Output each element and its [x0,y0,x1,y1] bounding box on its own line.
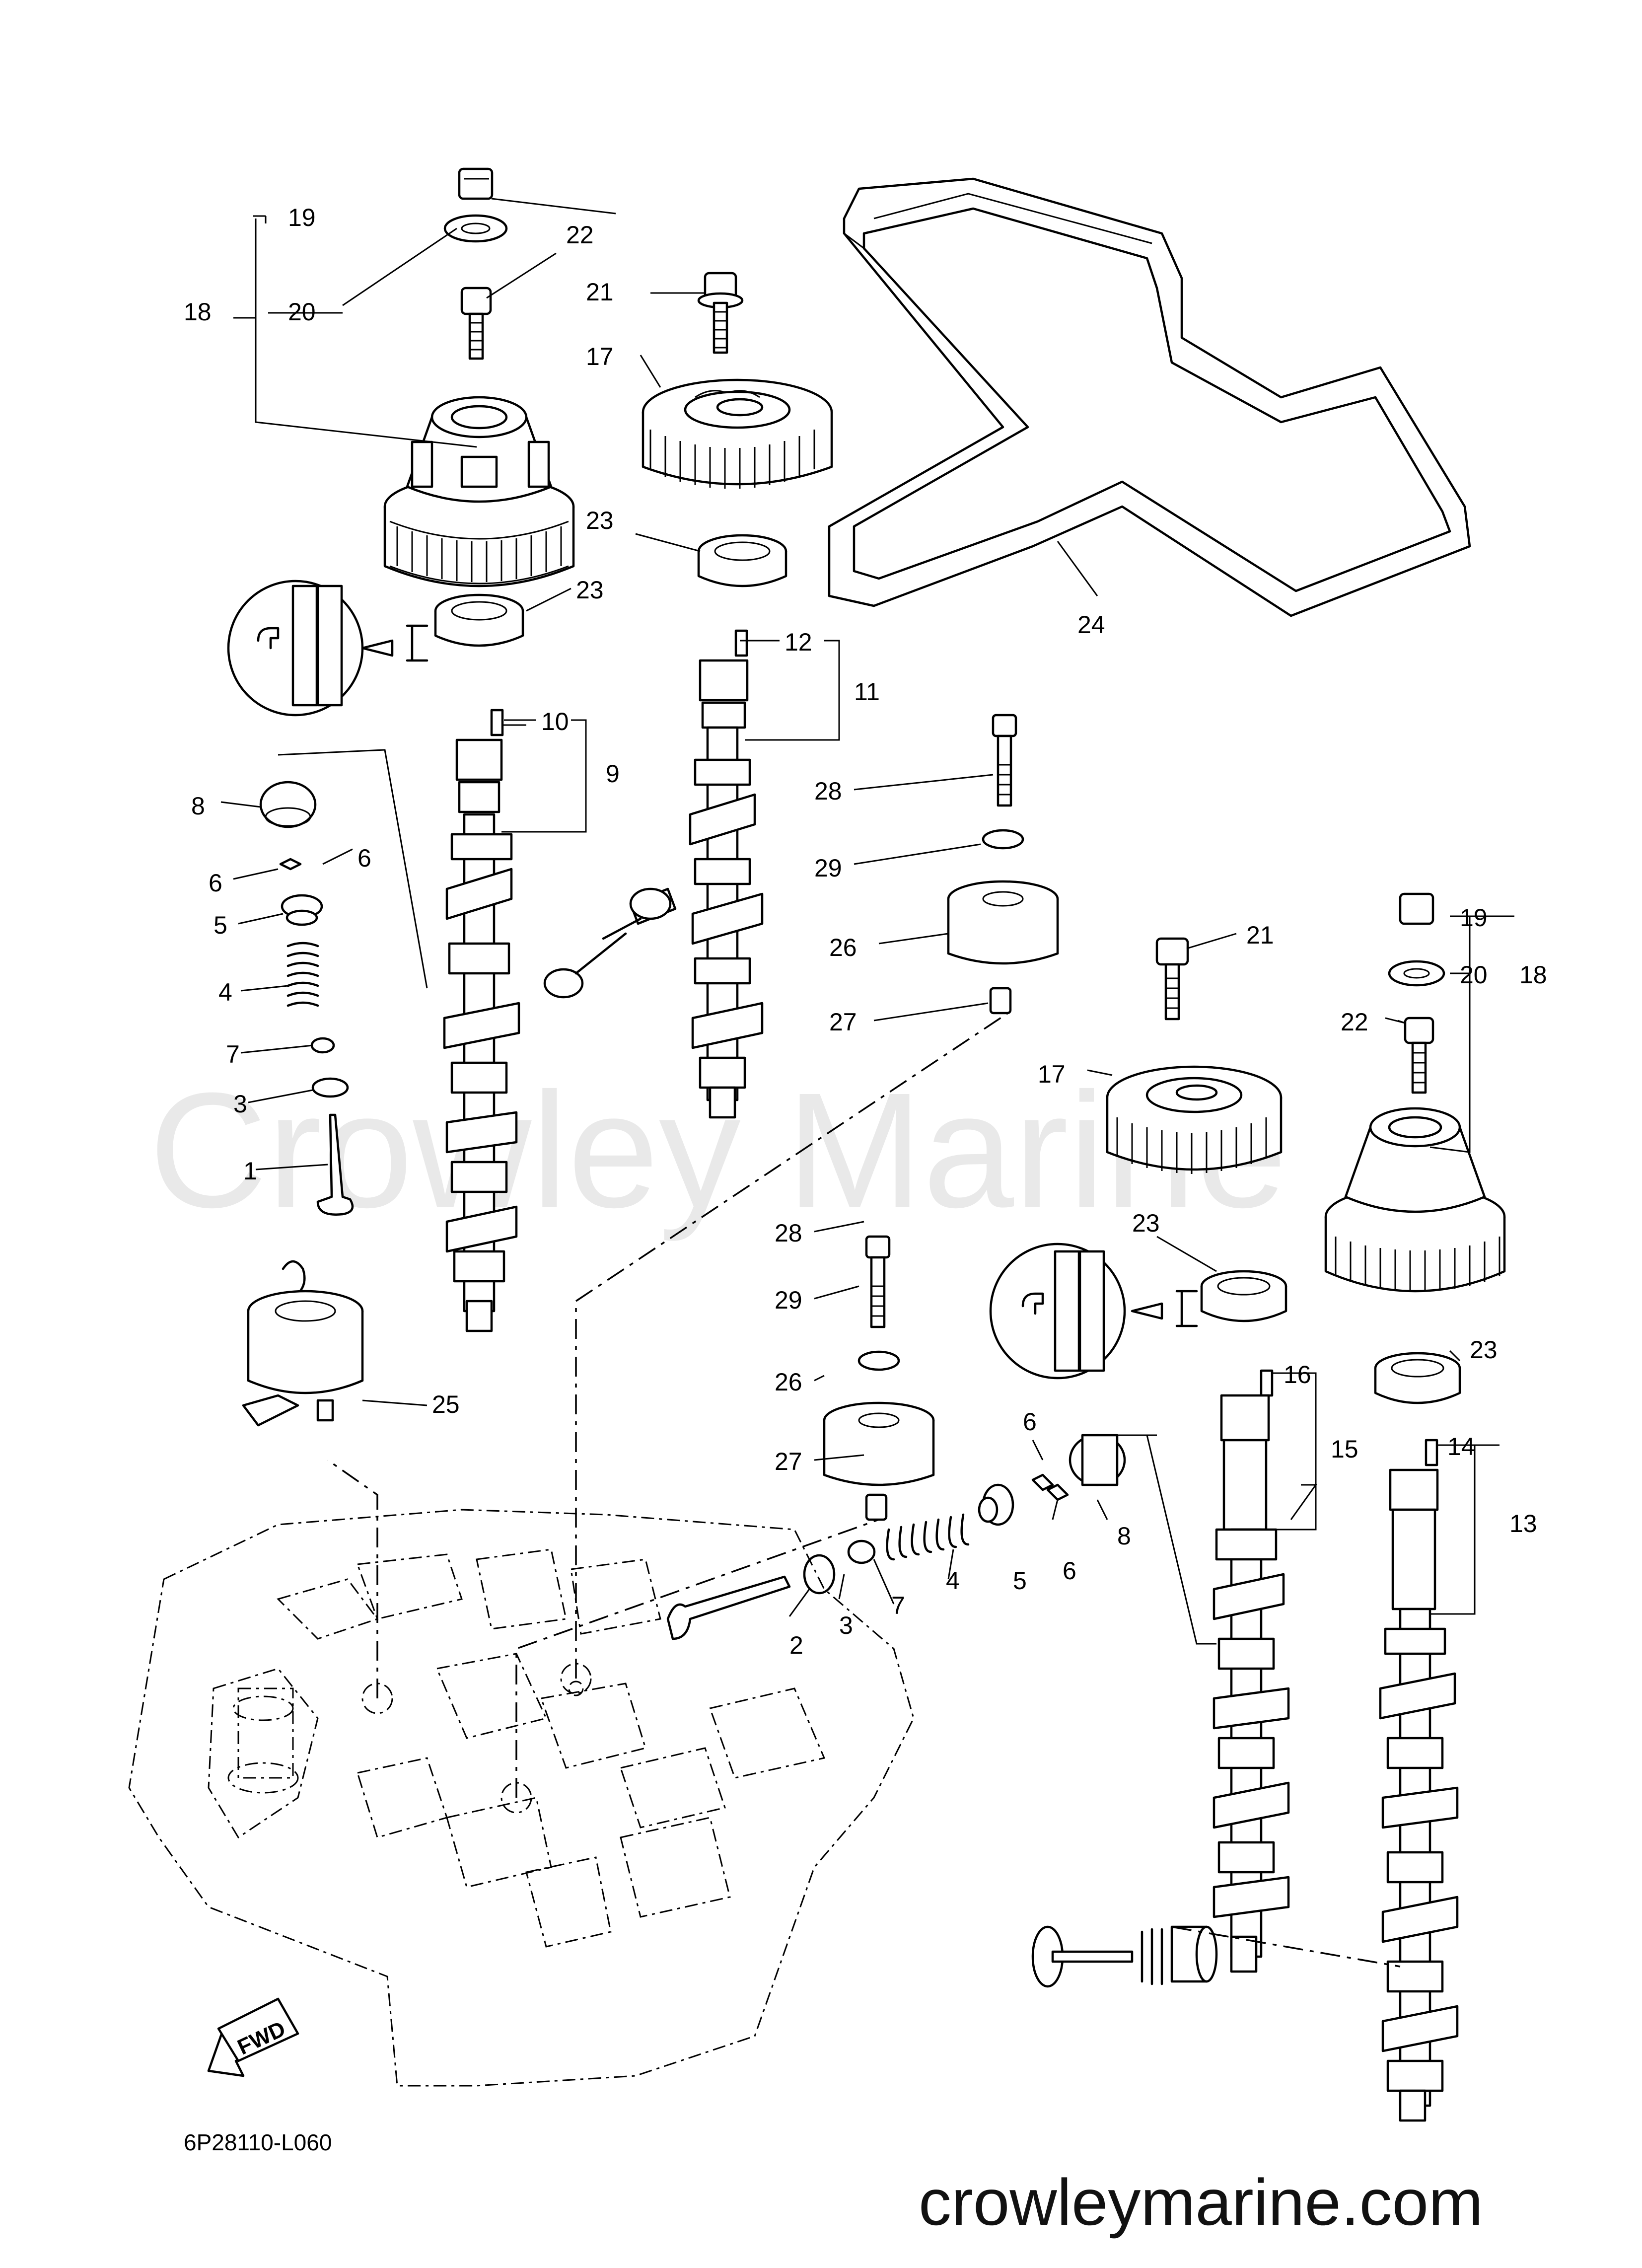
callout-26: 26 [829,934,857,961]
guide-line-27b [515,1519,879,1798]
callout-23: 23 [576,576,604,604]
valve-parts-left [259,781,354,1216]
cam-sprocket-right [1106,937,1283,1174]
callout-29: 29 [775,1286,802,1314]
callout-17: 17 [586,343,614,370]
callout-23: 23 [1132,1209,1160,1237]
callout-2: 2 [789,1631,803,1659]
callout-16: 16 [1284,1361,1311,1389]
callout-19: 19 [1460,904,1488,932]
sealant-detail-left [227,580,428,717]
callout-23: 23 [1470,1336,1498,1364]
callout-17: 17 [1038,1060,1066,1088]
callout-9: 9 [606,760,620,788]
callout-1: 1 [243,1157,257,1185]
callout-13: 13 [1509,1510,1537,1537]
callout-7: 7 [226,1040,240,1068]
callout-22: 22 [1341,1008,1368,1036]
callout-27: 27 [775,1448,802,1475]
leader-19a [491,198,616,215]
callout-leaders [220,215,1514,1645]
callout-20: 20 [288,298,316,326]
leader-9 [501,719,587,833]
callout-6: 6 [1063,1557,1076,1585]
callout-6: 6 [357,844,371,872]
callout-8: 8 [191,792,205,820]
callout-6: 6 [1023,1408,1037,1436]
timing-belt [828,177,1471,617]
callout-5: 5 [214,911,227,939]
callout-23: 23 [586,507,614,534]
callout-5: 5 [1013,1567,1027,1595]
guide-line-27a [575,1012,1008,1679]
bolt-washer-spacer-upper [947,714,1059,1015]
callout-21: 21 [1246,921,1274,949]
diagram-code: 6P28110-L060 [184,2129,332,2155]
callout-29: 29 [814,854,842,882]
callout-12: 12 [785,628,812,656]
callout-11: 11 [854,678,880,706]
leader-24 [1057,541,1098,596]
bearing-23-center [697,534,787,587]
leader-10 [501,724,526,726]
vct-sprocket-left [383,167,575,587]
callout-10: 10 [541,708,569,735]
callout-21: 21 [586,278,614,306]
callout-3: 3 [839,1611,853,1639]
callout-22: 22 [566,221,594,249]
callout-25: 25 [432,1390,460,1418]
callout-20: 20 [1460,961,1488,989]
leader-11 [745,640,840,741]
callout-18: 18 [1519,961,1547,989]
callout-27: 27 [829,1008,857,1036]
tensioner-25 [242,1260,364,1427]
leader-bracket-8 [278,749,428,989]
bolt-washer-spacer-lower [823,1235,935,1521]
callout-18: 18 [184,298,212,326]
sealant-detail-right [989,1243,1198,1380]
bearing-23-right-a [1200,1270,1287,1322]
camshaft-13 [1379,1439,1459,2122]
valve-assembly-right [1031,1925,1218,1988]
callout-labels: 19 20 18 22 21 17 23 23 24 12 11 10 9 8 … [184,204,1547,1659]
callout-26: 26 [775,1368,802,1396]
cylinder-head-outline [128,1509,915,2087]
callout-24: 24 [1077,611,1105,639]
callout-14: 14 [1447,1433,1475,1461]
callout-8: 8 [1117,1522,1131,1550]
callout-28: 28 [814,777,842,805]
callout-6: 6 [209,869,222,897]
valve-assembly-center [543,887,677,999]
bearing-23-right-b [1374,1352,1461,1404]
callout-19: 19 [288,204,316,231]
cam-sprocket-center [642,272,833,489]
fwd-arrow-icon: FWD [207,1997,299,2077]
camshaft-9 [443,709,520,1332]
callout-7: 7 [891,1592,905,1619]
camshaft-11 [689,629,764,1119]
callout-4: 4 [946,1567,960,1595]
guide-line-valve-right [1171,1926,1401,1968]
website-text: crowleymarine.com [919,2166,1483,2239]
vct-sprocket-right [1324,892,1506,1293]
camshaft-15 [1213,1369,1290,1973]
bearing-23-left [434,593,524,647]
callout-4: 4 [218,978,232,1006]
callout-3: 3 [233,1090,247,1118]
callout-15: 15 [1331,1435,1358,1463]
callout-28: 28 [775,1219,802,1247]
guide-line-25 [327,1459,378,1698]
